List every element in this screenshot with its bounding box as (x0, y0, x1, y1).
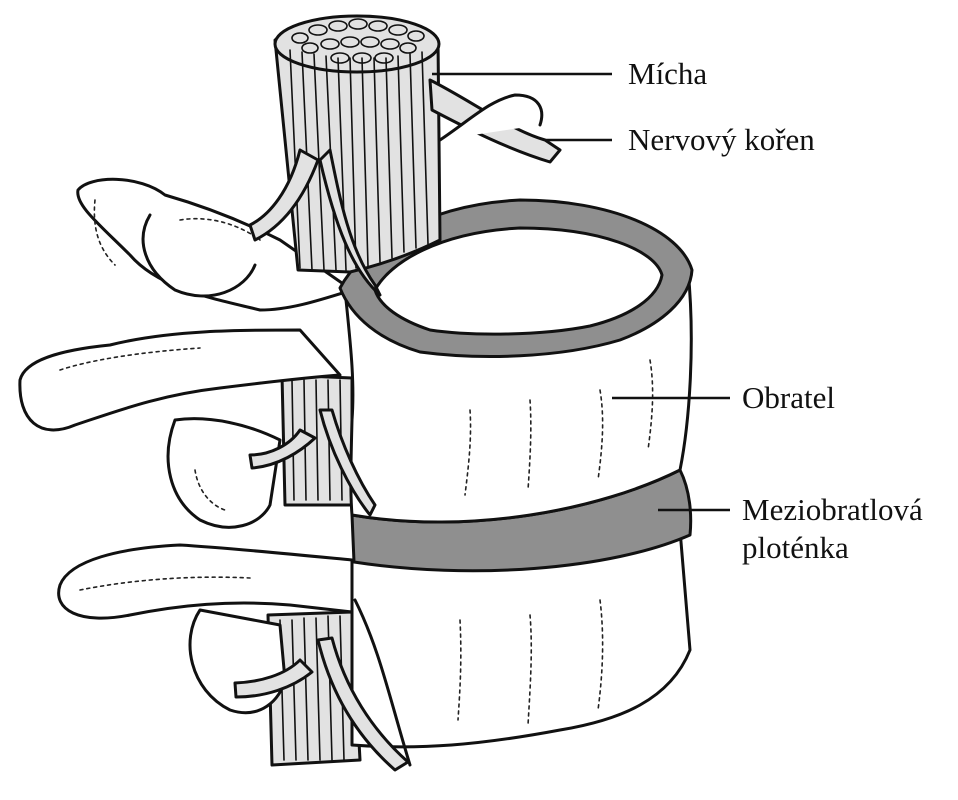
leader-lines (432, 72, 730, 512)
nerve-roots (233, 78, 562, 772)
label-disc-line2: ploténka (742, 530, 849, 565)
label-nerve-root: Nervový kořen (628, 122, 815, 157)
label-vertebra: Obratel (742, 380, 835, 415)
spinal-cord-lower (266, 373, 362, 767)
label-spinal-cord: Mícha (628, 56, 708, 91)
label-disc-line1: Meziobratlová (742, 492, 923, 527)
spinal-cord-upper (273, 14, 442, 274)
